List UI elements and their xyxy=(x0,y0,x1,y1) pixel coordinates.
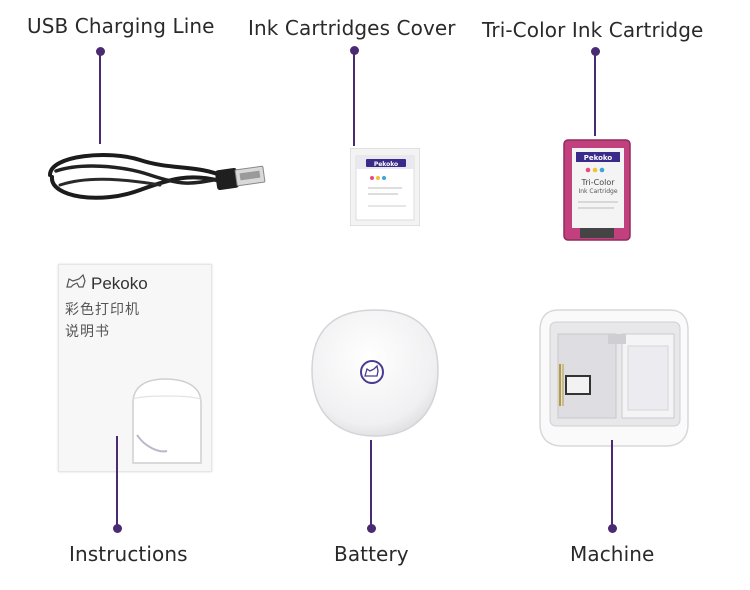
label-ink-cartridges-cover: Ink Cartridges Cover xyxy=(248,16,456,40)
printer-machine-icon xyxy=(538,306,690,448)
usb-cable-icon xyxy=(48,153,266,200)
cartridge-label-line1: Tri-Color xyxy=(581,178,615,187)
label-instructions: Instructions xyxy=(69,542,188,566)
instruction-manual-icon: Pekoko 彩色打印机 说明书 xyxy=(58,264,212,472)
connector-line-battery xyxy=(370,440,372,528)
battery-icon xyxy=(308,306,442,440)
connector-line-usb xyxy=(99,52,101,144)
connector-line-instructions xyxy=(116,436,118,528)
connector-line-cover xyxy=(353,50,355,146)
manual-brand: Pekoko xyxy=(91,274,148,293)
label-battery: Battery xyxy=(334,542,409,566)
manual-printer-illustration xyxy=(132,378,202,464)
connector-dot-battery xyxy=(367,524,376,533)
dog-logo-icon xyxy=(66,273,86,288)
connector-dot-cartridge xyxy=(591,47,600,56)
connector-line-machine xyxy=(611,440,613,528)
tri-color-ink-cartridge-icon: Pekoko Tri-Color Ink Cartridge xyxy=(562,136,632,244)
manual-subtitle-cn: 说明书 xyxy=(65,324,110,340)
svg-text:Pekoko: Pekoko xyxy=(374,161,398,168)
manual-title-cn: 彩色打印机 xyxy=(65,302,140,318)
connector-line-cartridge xyxy=(594,52,596,136)
connector-dot-machine xyxy=(608,524,617,533)
label-tri-color-ink-cartridge: Tri-Color Ink Cartridge xyxy=(482,18,704,42)
connector-dot-instructions xyxy=(113,524,122,533)
label-machine: Machine xyxy=(570,542,655,566)
svg-text:Pekoko: Pekoko xyxy=(584,154,613,162)
ink-cartridges-cover-icon: Pekoko xyxy=(349,147,421,227)
connector-dot-usb xyxy=(96,47,105,56)
label-usb-charging-line: USB Charging Line xyxy=(27,14,215,38)
cartridge-label-line2: Ink Cartridge xyxy=(578,188,618,195)
